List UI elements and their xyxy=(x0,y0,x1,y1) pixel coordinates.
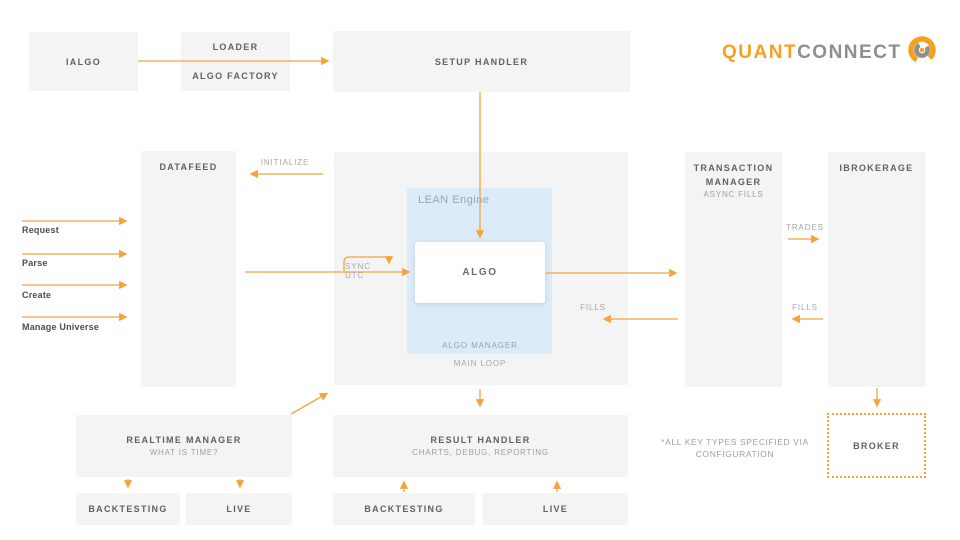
node-result-live: LIVE xyxy=(483,493,628,525)
node-realtime-live: LIVE xyxy=(186,493,292,525)
node-result-live-title: LIVE xyxy=(542,504,569,514)
configuration-footnote: *ALL KEY TYPES SPECIFIED VIA CONFIGURATI… xyxy=(655,436,815,460)
node-realtime-manager: REALTIME MANAGER WHAT IS TIME? xyxy=(76,415,292,477)
logo-text-connect: CONNECT xyxy=(797,42,902,63)
node-algo-title: ALGO xyxy=(462,267,498,278)
node-realtime-manager-title: REALTIME MANAGER xyxy=(126,435,242,445)
node-transaction-manager: TRANSACTION MANAGER ASYNC FILLS xyxy=(685,152,782,387)
node-realtime-live-title: LIVE xyxy=(226,504,252,514)
node-result-handler-subtitle: CHARTS, DEBUG, REPORTING xyxy=(412,448,549,457)
configuration-footnote-line1: *ALL KEY TYPES SPECIFIED VIA xyxy=(661,437,809,447)
node-realtime-manager-subtitle: WHAT IS TIME? xyxy=(149,448,219,457)
flow-label-manage-universe: Manage Universe xyxy=(22,322,100,332)
node-algo: ALGO xyxy=(415,242,545,303)
quantconnect-swirl-icon xyxy=(907,36,936,64)
arrow-realtime-manager-to-mainloop xyxy=(290,392,329,415)
node-result-backtesting: BACKTESTING xyxy=(333,493,475,525)
edge-label-fills-tm: FILLS xyxy=(792,303,818,312)
logo-text-quant: QUANT xyxy=(722,42,798,63)
edge-label-initialize: INITIALIZE xyxy=(260,158,310,167)
main-loop-label: MAIN LOOP xyxy=(453,359,507,368)
node-result-handler: RESULT HANDLER CHARTS, DEBUG, REPORTING xyxy=(333,415,628,477)
flow-label-request: Request xyxy=(22,225,59,235)
node-loader-title: LOADER xyxy=(212,42,259,52)
node-setup-handler-title: SETUP HANDLER xyxy=(434,56,529,67)
node-realtime-backtesting-title: BACKTESTING xyxy=(88,504,168,514)
node-lean-engine-label: LEAN Engine xyxy=(418,194,490,206)
node-loader-subtitle: ALGO FACTORY xyxy=(192,71,279,81)
node-transaction-manager-title: TRANSACTION MANAGER xyxy=(693,163,774,187)
node-result-backtesting-title: BACKTESTING xyxy=(364,504,444,514)
node-ibrokerage: IBROKERAGE xyxy=(828,152,925,387)
node-datafeed-title: DATAFEED xyxy=(159,162,218,172)
edge-label-trades: TRADES xyxy=(786,223,824,232)
node-transaction-manager-subtitle: ASYNC FILLS xyxy=(703,190,764,199)
edge-label-sync-utc: SYNC UTC xyxy=(345,262,371,280)
edge-label-fills-mainloop: FILLS xyxy=(580,303,606,312)
algo-manager-label: ALGO MANAGER xyxy=(442,341,518,350)
node-realtime-backtesting: BACKTESTING xyxy=(76,493,180,525)
node-ialgo: IALGO xyxy=(29,32,138,91)
flow-label-create: Create xyxy=(22,290,52,300)
configuration-footnote-line2: CONFIGURATION xyxy=(695,449,775,459)
node-loader: LOADER ALGO FACTORY xyxy=(181,32,290,91)
node-result-handler-title: RESULT HANDLER xyxy=(430,435,531,445)
node-broker-title: BROKER xyxy=(853,440,900,451)
node-setup-handler: SETUP HANDLER xyxy=(333,31,630,92)
flow-label-parse: Parse xyxy=(22,258,48,268)
node-ialgo-title: IALGO xyxy=(66,56,101,67)
node-ibrokerage-title: IBROKERAGE xyxy=(839,163,914,173)
node-datafeed: DATAFEED xyxy=(141,151,236,387)
node-broker: BROKER xyxy=(827,413,926,478)
